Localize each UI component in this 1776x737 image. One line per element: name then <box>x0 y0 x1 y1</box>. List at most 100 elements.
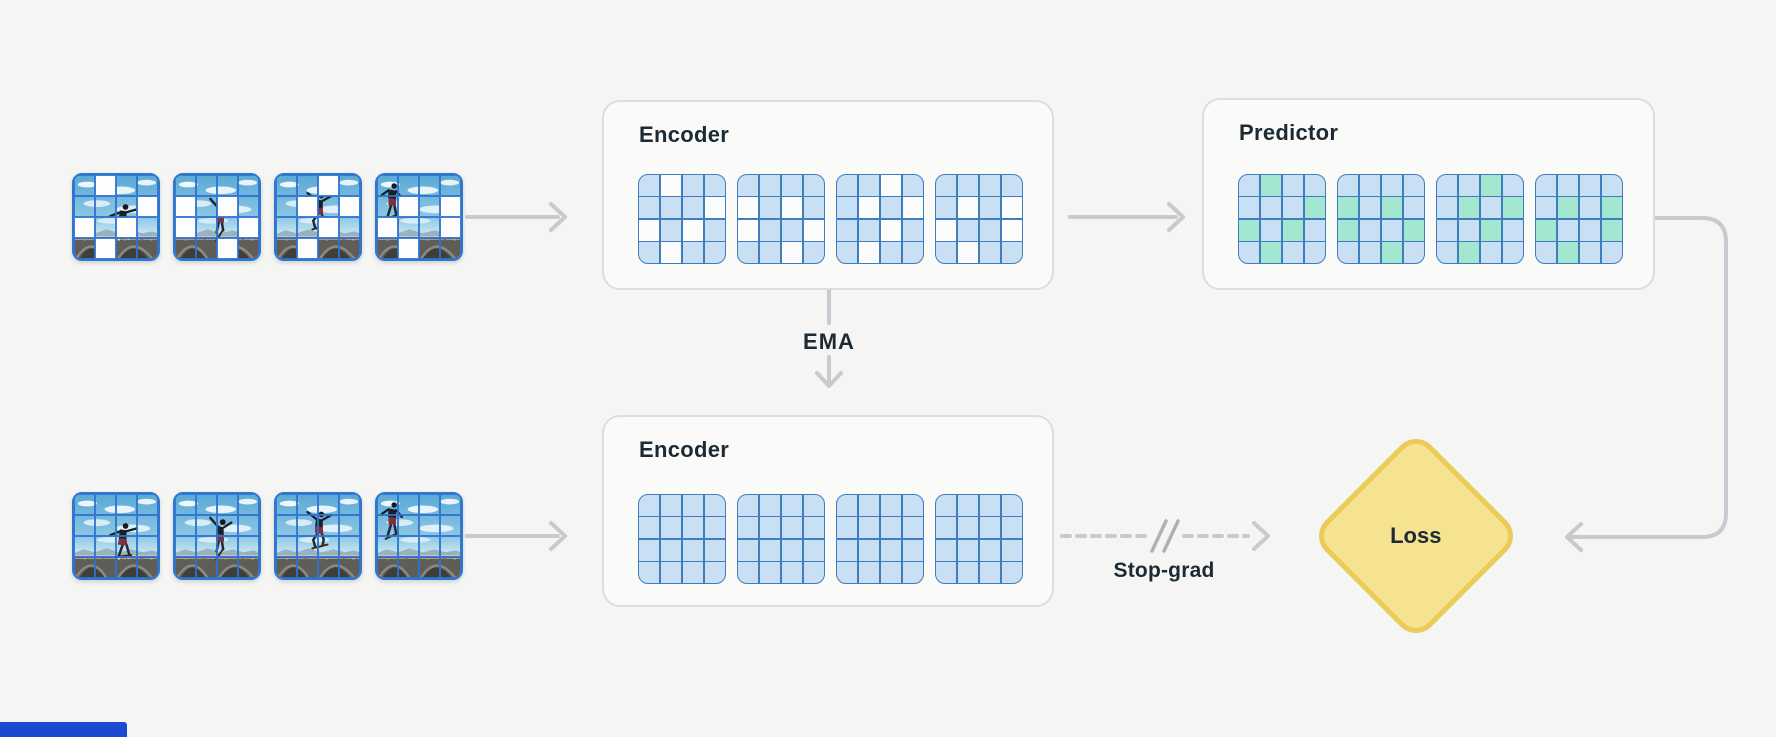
token-cell <box>1359 175 1381 196</box>
token-cell <box>781 495 803 516</box>
token-cell <box>1480 175 1502 196</box>
token-cell <box>1304 242 1325 263</box>
token-cell <box>858 495 880 516</box>
token-cell <box>759 539 781 561</box>
token-cell <box>1579 242 1601 263</box>
token-cell <box>682 175 704 196</box>
token-cell <box>1557 242 1579 263</box>
stop-grad-slash-2 <box>1162 519 1180 553</box>
token-cell <box>1579 219 1601 241</box>
token-cell <box>803 242 824 263</box>
frame-cell <box>419 536 440 557</box>
token-cell <box>781 517 803 539</box>
masked-video-frame <box>72 173 160 261</box>
token-cell <box>1304 219 1325 241</box>
token-cell <box>704 219 725 241</box>
frame-cell <box>398 515 419 536</box>
predictor-token-grids <box>1238 174 1623 264</box>
token-grid <box>737 174 825 264</box>
masked-video-frame <box>173 173 261 261</box>
token-grid <box>935 494 1023 584</box>
frame-cell <box>276 238 297 259</box>
frame-cell <box>95 536 116 557</box>
frame-cell <box>318 238 339 259</box>
token-cell <box>1282 175 1304 196</box>
token-cell <box>803 495 824 516</box>
frame-cell <box>339 515 360 536</box>
token-cell <box>738 517 759 539</box>
patch-grid-overlay <box>276 175 360 259</box>
token-cell <box>1359 197 1381 219</box>
frame-cell <box>238 536 259 557</box>
patch-grid-overlay <box>175 494 259 578</box>
token-grid <box>1337 174 1425 264</box>
patch-grid-overlay <box>175 175 259 259</box>
frame-cell <box>377 175 398 196</box>
video-frame <box>173 492 261 580</box>
token-cell <box>1260 219 1282 241</box>
token-cell <box>837 495 858 516</box>
target-encoder-box: Encoder <box>602 415 1054 607</box>
frame-cell <box>440 175 461 196</box>
token-cell <box>1536 219 1557 241</box>
token-cell <box>979 219 1001 241</box>
token-cell <box>837 562 858 583</box>
frame-cell <box>419 515 440 536</box>
token-cell <box>759 219 781 241</box>
token-cell <box>781 197 803 219</box>
token-grid <box>1436 174 1524 264</box>
frame-cell <box>95 515 116 536</box>
frame-cell <box>398 217 419 238</box>
frame-cell <box>339 217 360 238</box>
token-cell <box>902 495 923 516</box>
frame-cell <box>116 557 137 578</box>
frame-cell <box>217 557 238 578</box>
frame-cell <box>217 494 238 515</box>
token-cell <box>1338 197 1359 219</box>
frame-cell <box>276 515 297 536</box>
token-cell <box>759 242 781 263</box>
frame-cell <box>137 557 158 578</box>
frame-cell <box>339 238 360 259</box>
frame-cell <box>196 217 217 238</box>
frame-cell <box>339 536 360 557</box>
token-cell <box>858 562 880 583</box>
token-cell <box>902 562 923 583</box>
frame-cell <box>377 494 398 515</box>
token-cell <box>936 517 957 539</box>
video-frame <box>375 492 463 580</box>
token-cell <box>957 539 979 561</box>
frame-cell <box>175 557 196 578</box>
token-cell <box>902 539 923 561</box>
token-cell <box>1001 495 1022 516</box>
token-grid <box>737 494 825 584</box>
token-cell <box>936 242 957 263</box>
frame-cell <box>419 175 440 196</box>
frame-cell <box>276 217 297 238</box>
patch-grid-overlay <box>377 494 461 578</box>
token-cell <box>837 242 858 263</box>
token-cell <box>1001 242 1022 263</box>
masked-patch-cell <box>297 196 318 217</box>
token-cell <box>902 242 923 263</box>
token-cell <box>979 197 1001 219</box>
token-cell <box>738 242 759 263</box>
frame-cell <box>175 175 196 196</box>
token-cell <box>704 562 725 583</box>
token-cell <box>1502 242 1523 263</box>
token-cell <box>1338 242 1359 263</box>
masked-patch-cell <box>95 238 116 259</box>
token-cell <box>1437 197 1458 219</box>
masked-patch-cell <box>398 238 419 259</box>
token-cell <box>1403 175 1424 196</box>
token-cell <box>880 175 902 196</box>
patch-grid-overlay <box>74 175 158 259</box>
token-cell <box>738 219 759 241</box>
loss-node: Loss <box>1309 429 1523 643</box>
token-cell <box>837 197 858 219</box>
token-cell <box>660 495 682 516</box>
token-cell <box>902 219 923 241</box>
masked-patch-cell <box>238 217 259 238</box>
frame-cell <box>398 494 419 515</box>
